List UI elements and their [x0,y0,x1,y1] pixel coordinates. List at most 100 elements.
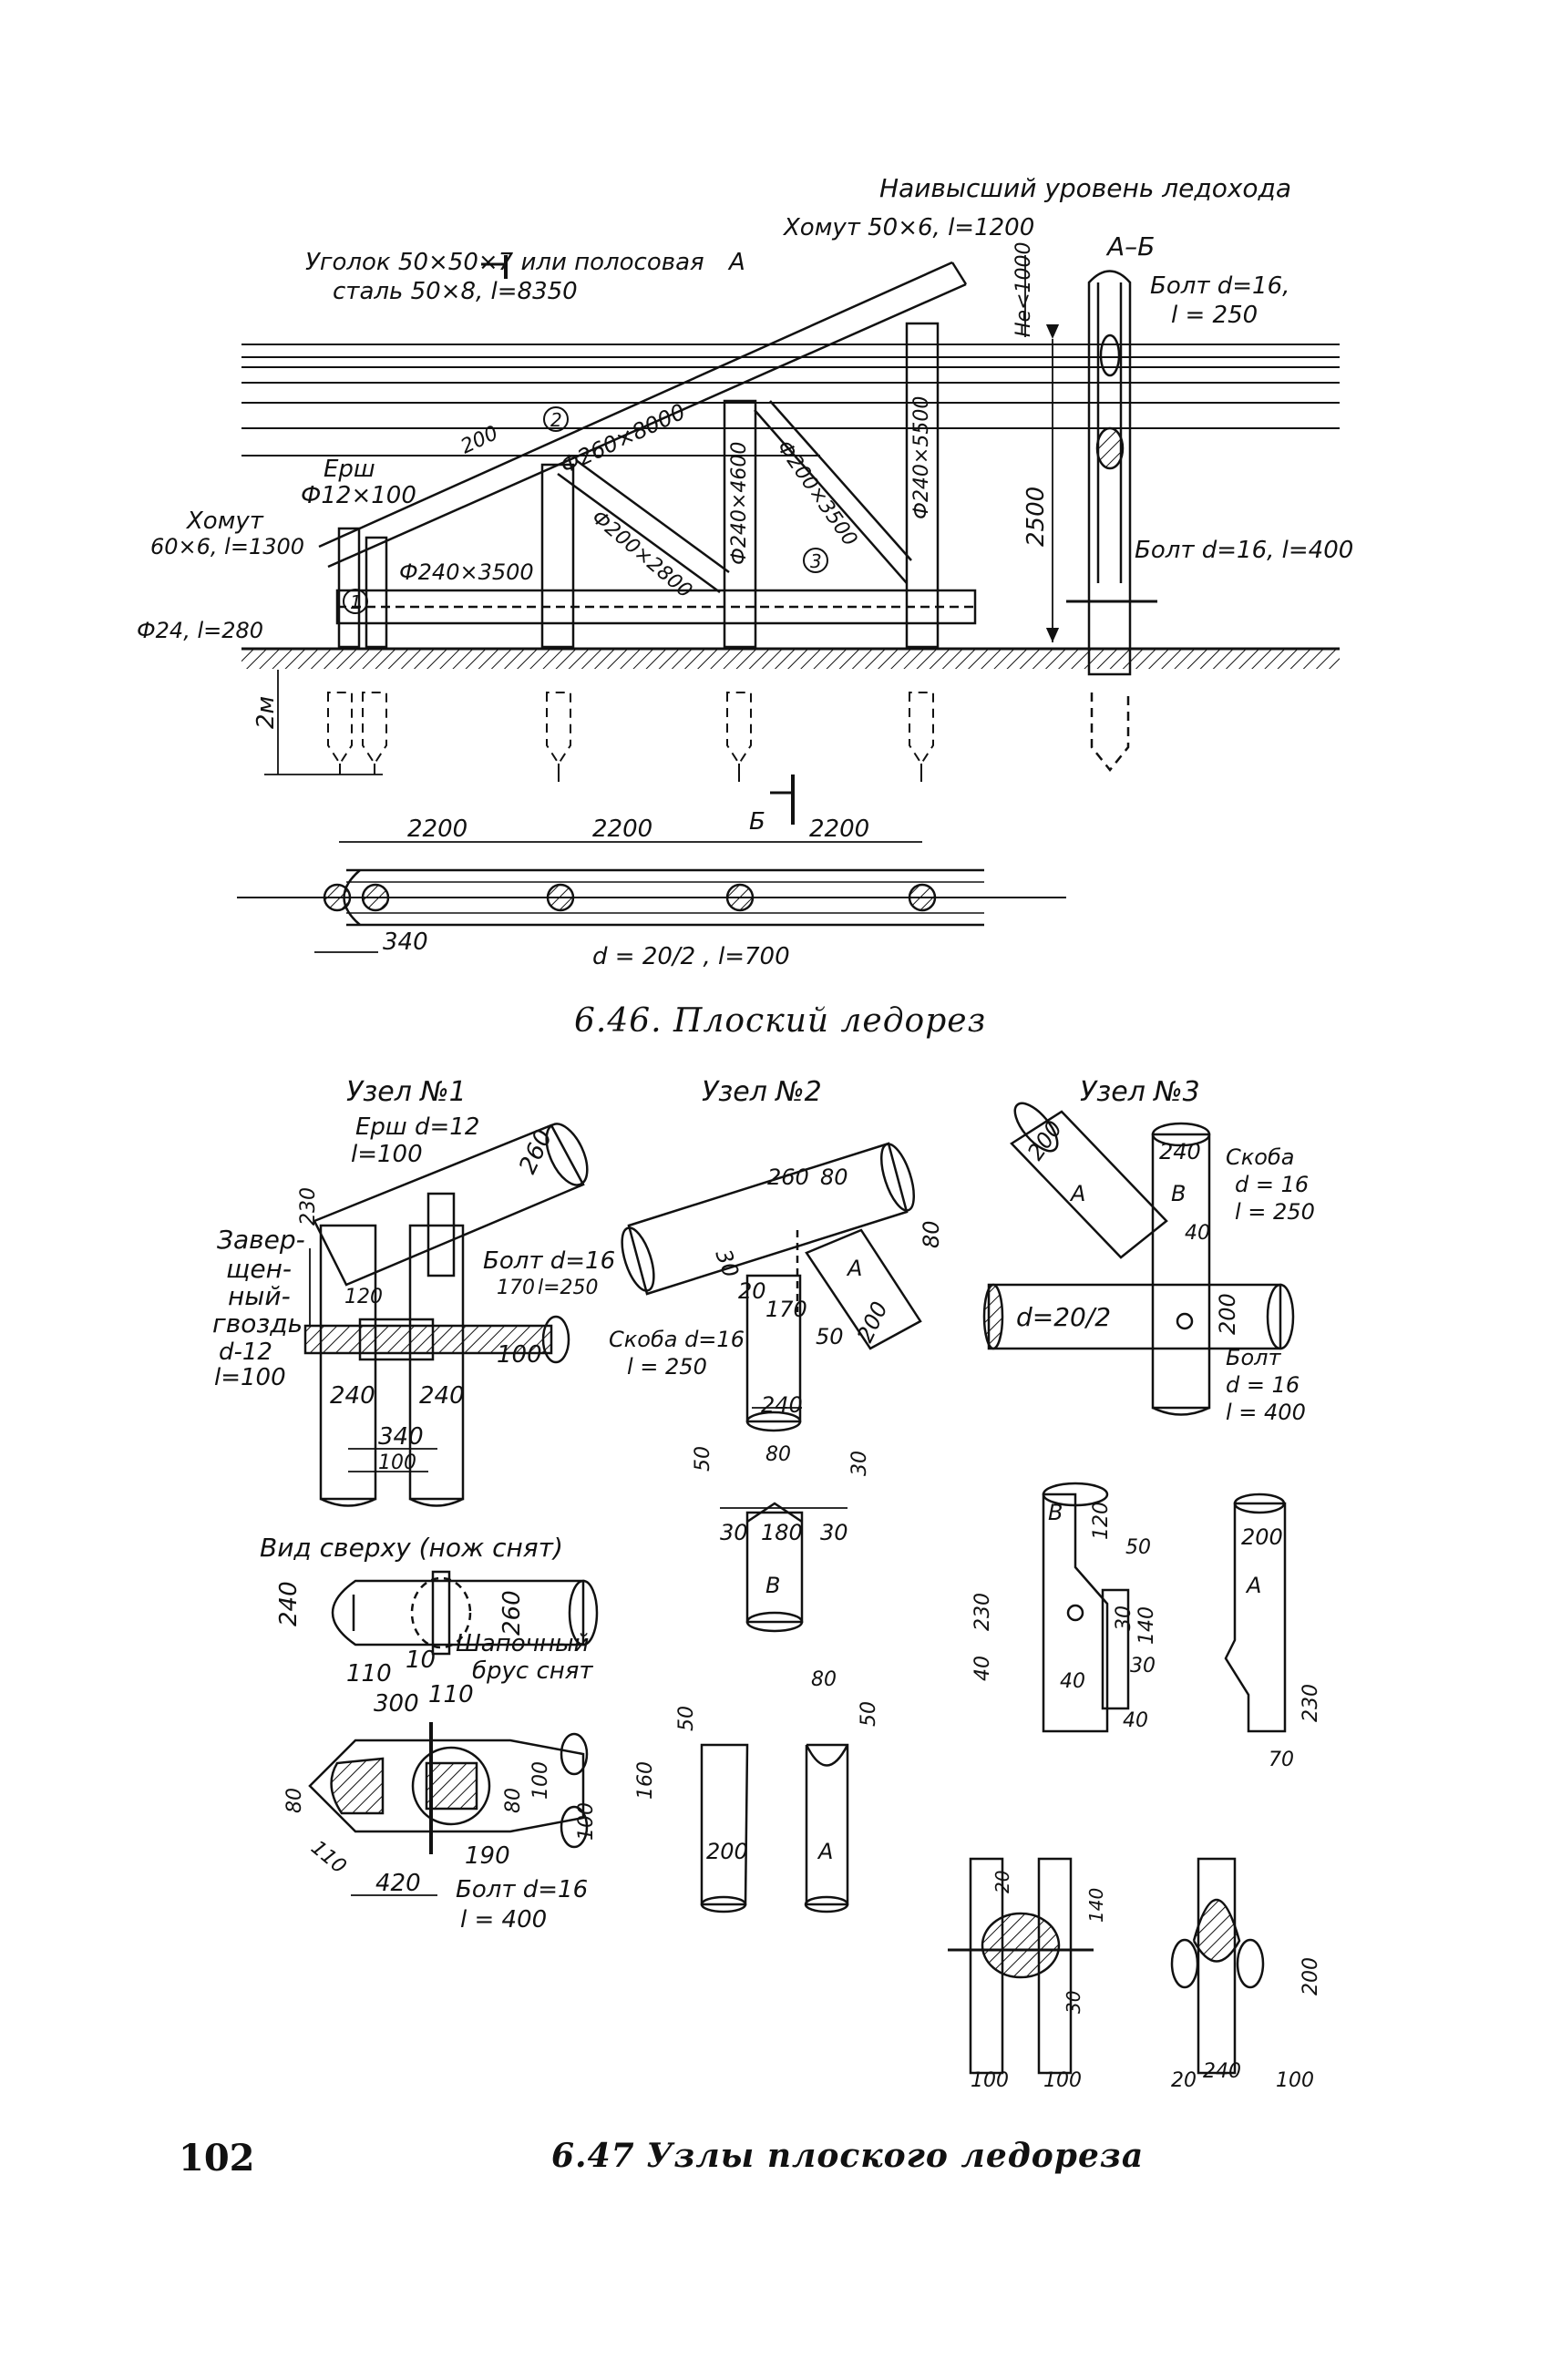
node1-pl-100a: 100 [529,1761,552,1800]
node3-h200: 200 [1300,1957,1322,1995]
node2-170: 170 [765,1297,807,1322]
node1-ruff: Ерш d=12 [355,1113,479,1141]
node3-e30b: 30 [1130,1655,1156,1677]
node2-a: А [846,1256,862,1281]
label-post-2: Ф240×5500 [910,396,933,519]
diagonals [557,400,912,594]
node1-230: 230 [297,1187,320,1226]
node3-200b: 200 [1215,1293,1240,1335]
node1-tv-300: 300 [374,1690,419,1718]
piles-underground [327,692,934,765]
label-node2: 2 [550,409,562,431]
node3-clamp-d: d = 16 [1235,1172,1309,1197]
node1-tv-260: 260 [498,1590,526,1636]
node3-bolt-d: d = 16 [1226,1372,1300,1398]
node1-nail-4: d-12 [219,1339,272,1366]
label-span-2: 2200 [592,816,652,843]
node1-cap: Шапочный [456,1630,589,1657]
node2-20: 20 [738,1278,766,1304]
node2-b50: 50 [692,1446,714,1472]
label-bolt-top-2: l = 250 [1171,302,1258,329]
node3-detail-b [1042,1482,1130,1733]
node2-clamp-l: l = 250 [627,1354,707,1380]
node2-c80: 80 [811,1668,837,1691]
section-ab-pile [1066,270,1157,773]
figure-6-47-title: Узлы плоского ледореза [646,2137,1145,2175]
label-offset-340: 340 [383,928,428,956]
node2-30: 30 [710,1246,744,1280]
node3-e50: 50 [1125,1536,1151,1559]
node2-b: В [765,1573,780,1598]
node1-tv-10: 10 [406,1647,436,1674]
node3-e120: 120 [1090,1502,1113,1540]
node2-b30: 30 [848,1451,871,1476]
label-depth: 2м [252,696,280,729]
label-collar-top: Хомут 50×6, l=1200 [782,214,1034,241]
node1-100b: 100 [378,1452,416,1474]
label-cut-a: А [727,249,745,276]
node3-clamp-l: l = 250 [1235,1199,1315,1225]
label-bolt-side: Болт d=16, l=400 [1135,537,1353,564]
dim-lines-fig1 [264,255,1060,775]
node3-g20: 20 [991,1871,1013,1893]
node1-callout [343,589,368,614]
node1-title: Узел №1 [346,1076,467,1108]
node3-g100a: 100 [971,2069,1009,2092]
label-ruff-2: Ф12×100 [301,482,416,509]
node3-bolt: Болт [1226,1345,1281,1370]
figure-6-47-number: 6.47 [551,2137,635,2175]
node1-pl-bolt-l: l = 400 [460,1906,547,1934]
node3-e40a: 40 [971,1656,994,1681]
page-number: 102 [179,2137,255,2180]
node1-labels: Узел №1 Ерш d=12 l=100 260 230 Завер- ще… [212,1076,615,1934]
label-collar-2: 60×6, l=1300 [150,534,304,559]
node2-c50b: 50 [858,1701,880,1727]
node1-340: 340 [378,1423,424,1451]
label-highest-ice: Наивысший уровень ледохода [879,173,1291,203]
node3-f230: 230 [1300,1684,1322,1722]
node2-b80: 80 [765,1443,791,1466]
node1-plan-section [308,1722,589,1896]
sloped-blade [318,261,968,569]
pile-tips [339,764,922,782]
figure-6-47-drawings [303,1102,1295,2075]
node1-side-view [303,1123,589,1507]
node3-pile: d=20/2 [1016,1302,1111,1332]
node1-nail-5: l=100 [214,1364,286,1391]
node2-240: 240 [761,1392,803,1418]
node1-nail-3: гвоздь [212,1308,303,1339]
node1-pl-420: 420 [375,1870,421,1897]
node1-pl-110: 110 [306,1836,350,1878]
node3-e140: 140 [1135,1606,1158,1645]
node1-bolt-l: l=250 [538,1277,599,1299]
node2-c50: 50 [675,1706,698,1731]
label-span-1: 2200 [407,816,467,843]
node3-bolt-l: l = 400 [1226,1400,1306,1425]
node2-callout [543,406,569,432]
node1-pl-80a: 80 [283,1788,306,1813]
node1-120: 120 [344,1286,383,1308]
node2-main [621,1142,922,1432]
node3-g140: 140 [1085,1888,1107,1923]
node3-240: 240 [1159,1139,1201,1164]
node2-detail-b [720,1502,848,1633]
node2-ca: А [817,1839,833,1864]
node3-labels: Узел №3 200 А 240 В Скоба d = 16 l = 250… [971,1076,1322,2092]
node1-top-view [331,1570,599,1656]
node1-nail-0: Завер- [217,1225,305,1255]
figure-6-46-caption: 6.46. Плоский ледорез [574,1002,987,1040]
node3-title: Узел №3 [1080,1076,1200,1108]
water-lines [241,344,1340,457]
node2-labels: Узел №2 260 80 80 30 А 20 170 200 50 Ско… [609,1076,944,1864]
node3-e-b: В [1048,1500,1063,1525]
node3-b: В [1171,1181,1186,1206]
node2-b180: 180 [761,1520,803,1545]
label-collar-1: Хомут [185,508,264,535]
node1-bolt: Болт d=16 [483,1247,615,1275]
node1-pl-190: 190 [465,1842,510,1870]
label-diag-1: Ф200×2800 [587,506,696,602]
node1-240b: 240 [419,1382,465,1410]
ground-line [241,647,1340,669]
node1-tv-110b: 110 [428,1681,474,1708]
